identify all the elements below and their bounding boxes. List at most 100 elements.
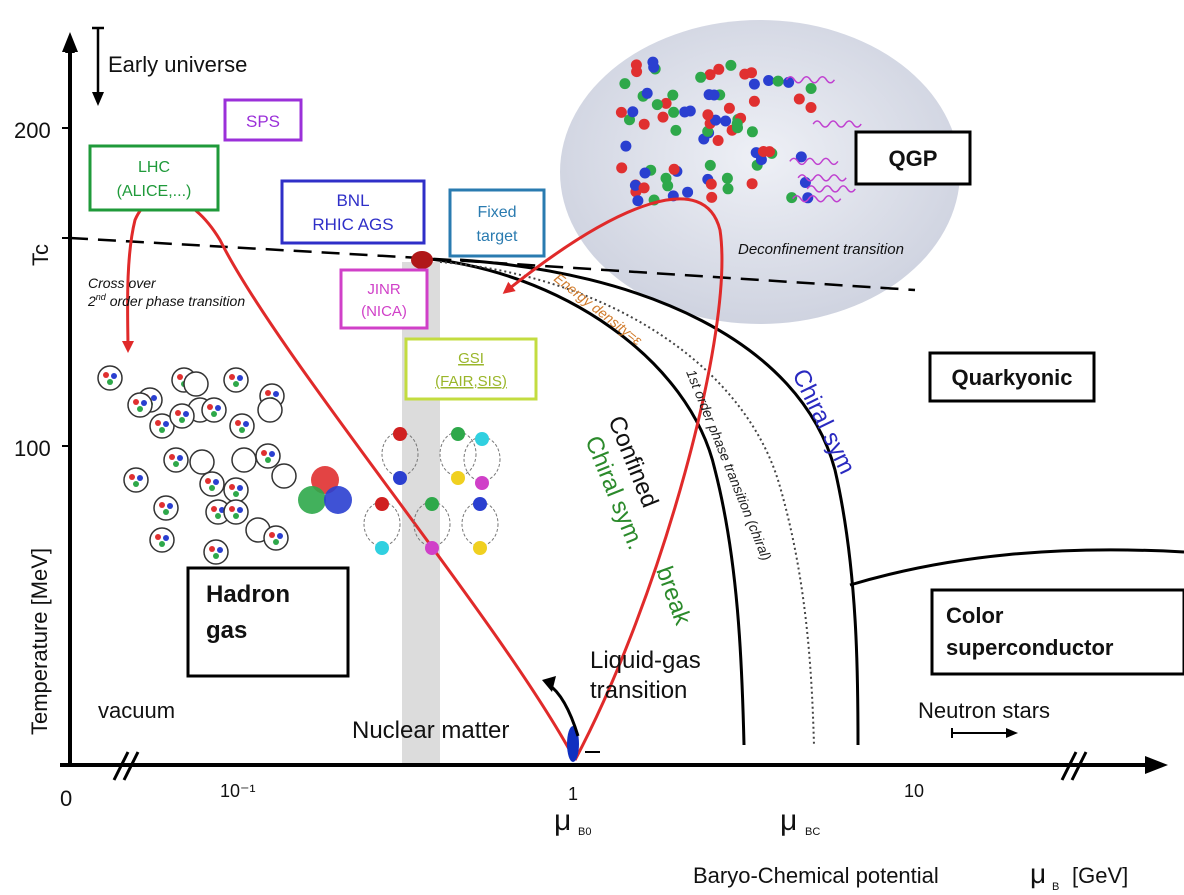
svg-text:Baryo-Chemical potential: Baryo-Chemical potential xyxy=(693,863,939,888)
quark-dot xyxy=(670,124,682,136)
hadron-bubble xyxy=(231,447,257,473)
liquid-gas-label-2: transition xyxy=(590,677,687,704)
quark-dot xyxy=(233,381,239,387)
svg-text:Fixed: Fixed xyxy=(477,204,516,221)
phase-box-color-superconductor: Color superconductor xyxy=(930,588,1184,676)
quark-dot xyxy=(159,427,165,433)
svg-text:(FAIR,SIS): (FAIR,SIS) xyxy=(435,373,507,390)
svg-text:gas: gas xyxy=(206,617,247,644)
liquid-gas-label-1: Liquid-gas xyxy=(590,647,701,674)
hadron-bubble xyxy=(189,449,215,475)
mu-b0-label: μ B0 xyxy=(554,804,591,838)
quark-dot xyxy=(229,506,235,512)
quark-dot xyxy=(137,406,143,412)
quark-dot xyxy=(667,89,679,101)
experiment-box-bnl: BNL RHIC AGS xyxy=(280,179,426,245)
quark-dot xyxy=(215,513,221,519)
quark-dot xyxy=(660,172,672,184)
nuclear-matter-label: Nuclear matter xyxy=(352,717,509,744)
hadron-bubble xyxy=(163,447,189,473)
quark-dot xyxy=(375,497,389,511)
quark-dot xyxy=(163,535,169,541)
quark-dot xyxy=(273,391,279,397)
quark-dot xyxy=(277,533,283,539)
svg-text:μ: μ xyxy=(780,804,797,837)
quark-dot xyxy=(173,461,179,467)
hadron-bubble xyxy=(203,539,229,565)
deconfinement-label: Deconfinement transition xyxy=(738,241,904,258)
svg-text:RHIC AGS: RHIC AGS xyxy=(312,215,393,234)
quark-dot xyxy=(721,172,733,184)
early-universe-arrow xyxy=(92,26,104,106)
hadron-bubble xyxy=(223,367,249,393)
x-tick-01: 10⁻¹ xyxy=(220,781,256,801)
hadron-bubble xyxy=(263,525,289,551)
hadron-bubble xyxy=(183,371,209,397)
hadron-bubble xyxy=(149,413,175,439)
quark-dot xyxy=(651,99,663,111)
quark-dot xyxy=(451,427,465,441)
quark-dot xyxy=(706,191,718,203)
quark-dot xyxy=(205,478,211,484)
quark-dot xyxy=(660,97,672,109)
hadron-bubble xyxy=(201,397,227,423)
experiment-box-jinr: JINR (NICA) xyxy=(339,268,429,330)
quark-dot xyxy=(631,66,643,78)
quark-dot xyxy=(720,115,732,127)
quark-dot xyxy=(473,497,487,511)
quark-dot xyxy=(772,75,784,87)
phase-box-qgp: QGP xyxy=(854,130,972,186)
svg-text:(NICA): (NICA) xyxy=(361,303,407,320)
quark-dot xyxy=(151,395,157,401)
quark-dot xyxy=(708,89,720,101)
quark-dot xyxy=(632,195,644,207)
quark-dot xyxy=(177,455,183,461)
svg-text:Color: Color xyxy=(946,603,1004,628)
phase-box-hadron-gas: Hadron gas xyxy=(186,566,350,678)
phase-box-quarkyonic: Quarkyonic xyxy=(928,351,1096,403)
x-tick-10: 10 xyxy=(904,781,924,801)
quark-dot xyxy=(755,154,767,166)
quark-dot xyxy=(732,122,743,134)
svg-text:Hadron: Hadron xyxy=(206,581,290,608)
y-tick-100: 100 xyxy=(14,436,51,461)
quark-dot xyxy=(177,374,183,380)
quark-dot xyxy=(619,78,631,90)
quark-dot xyxy=(175,410,181,416)
svg-text:BNL: BNL xyxy=(336,191,369,210)
quark-dot xyxy=(425,541,439,555)
quark-dot xyxy=(217,547,223,553)
gluon-line xyxy=(785,76,836,84)
quark-dot xyxy=(757,146,769,157)
quark-dot xyxy=(211,506,217,512)
quark-dot xyxy=(647,56,659,68)
svg-text:BC: BC xyxy=(805,826,820,838)
svg-text:μ: μ xyxy=(1030,858,1046,889)
quark-dot xyxy=(155,420,161,426)
quark-dot xyxy=(702,109,714,121)
hadron-bubble xyxy=(149,527,175,553)
quark-dot xyxy=(627,106,639,118)
quark-dot xyxy=(657,111,669,123)
quark-dot xyxy=(209,485,215,491)
quark-dot xyxy=(475,432,489,446)
experiment-box-lhc: LHC (ALICE,...) xyxy=(88,144,220,212)
quark-dot xyxy=(163,509,169,515)
quark-dot xyxy=(710,114,722,126)
quark-dot xyxy=(639,167,651,179)
quark-dot xyxy=(668,106,680,118)
quark-dot xyxy=(375,541,389,555)
quark-dot xyxy=(159,541,165,547)
quark-dot xyxy=(722,183,734,195)
svg-text:QGP: QGP xyxy=(889,146,938,171)
quark-dot xyxy=(229,374,235,380)
qgp-illustration xyxy=(560,20,960,324)
gluon-line xyxy=(792,194,842,203)
quark-dot xyxy=(802,192,814,204)
quark-dot xyxy=(805,83,817,94)
hadron-bubble xyxy=(255,443,281,469)
quark-dot xyxy=(265,457,271,463)
quark-dot xyxy=(783,76,795,88)
quark-dot xyxy=(713,63,725,75)
